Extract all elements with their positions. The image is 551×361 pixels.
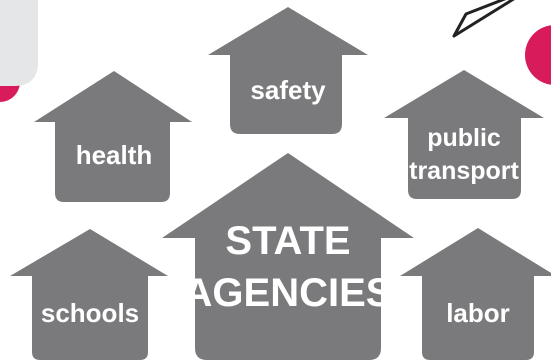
house-schools: schools	[10, 229, 168, 360]
house-state-agencies-shape	[162, 153, 414, 360]
house-health-label: health	[76, 140, 153, 170]
house-labor-label: labor	[446, 298, 510, 328]
house-public-transport-shape	[384, 70, 544, 199]
decorative-corners	[0, 0, 551, 102]
house-public-transport-label-line2: transport	[409, 157, 519, 185]
house-labor-shape	[400, 228, 551, 360]
hub-title-line2: AGENCIES	[184, 271, 393, 315]
house-schools-label: schools	[41, 298, 139, 328]
house-health: health	[34, 71, 192, 202]
house-state-agencies: STATE AGENCIES	[162, 153, 414, 360]
pink-accent-right	[525, 25, 551, 85]
house-safety: safety	[208, 7, 368, 134]
house-safety-label: safety	[250, 75, 326, 105]
house-public-transport-label-line1: public	[427, 124, 501, 152]
house-safety-shape	[208, 7, 368, 134]
house-public-transport: public transport	[384, 70, 544, 199]
gray-card-top-left	[0, 0, 38, 86]
pen-sketch-icon	[452, 0, 515, 38]
house-schools-shape	[10, 229, 168, 360]
hub-title-line1: STATE	[225, 219, 350, 263]
house-labor: labor	[400, 228, 551, 360]
house-health-shape	[34, 71, 192, 202]
